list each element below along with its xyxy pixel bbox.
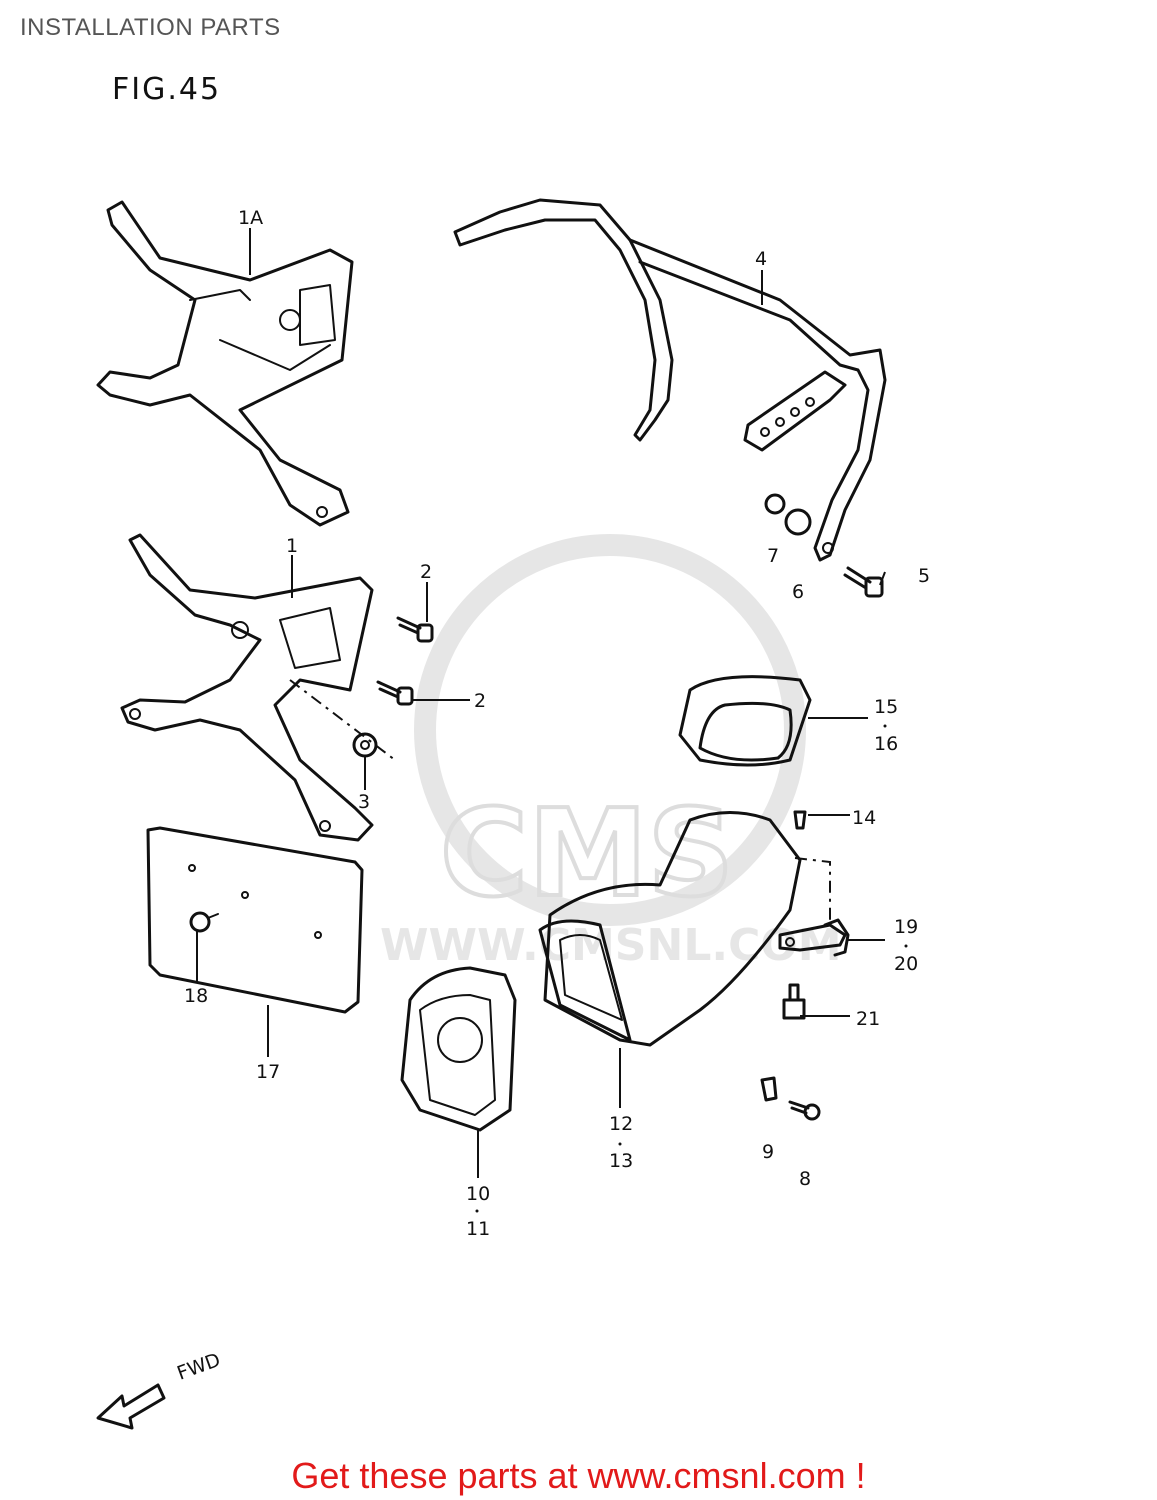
screw-14 bbox=[793, 810, 807, 830]
bolt-2-upper bbox=[396, 616, 422, 635]
nut-3 bbox=[352, 732, 378, 758]
callout-2-lower: 2 bbox=[474, 690, 486, 712]
callout-4: 4 bbox=[755, 248, 767, 270]
callout-13: 13 bbox=[609, 1150, 633, 1172]
callout-7: 7 bbox=[767, 545, 779, 567]
part-1a-bracket bbox=[96, 200, 354, 527]
separator-dot-11 bbox=[475, 1209, 479, 1213]
leader-lines bbox=[196, 228, 886, 1178]
part-12-duct bbox=[538, 811, 802, 1047]
callout-11: 11 bbox=[466, 1218, 490, 1240]
footer-link[interactable]: Get these parts at www.cmsnl.com ! bbox=[291, 1455, 866, 1496]
callout-17: 17 bbox=[256, 1061, 280, 1083]
callout-2-upper: 2 bbox=[420, 561, 432, 583]
callout-15: 15 bbox=[874, 696, 898, 718]
fwd-label: FWD bbox=[174, 1349, 223, 1385]
cushion-6 bbox=[784, 508, 812, 536]
callout-3: 3 bbox=[358, 791, 370, 813]
page-title: INSTALLATION PARTS bbox=[20, 14, 281, 41]
bolt-5-head bbox=[864, 576, 884, 598]
separator-dot-13 bbox=[618, 1142, 622, 1146]
watermark-ring bbox=[414, 534, 806, 926]
callout-21: 21 bbox=[856, 1008, 880, 1030]
callout-5: 5 bbox=[918, 565, 930, 587]
clip-9 bbox=[760, 1076, 778, 1102]
callout-10: 10 bbox=[466, 1183, 490, 1205]
part-10-cover bbox=[400, 966, 517, 1132]
nut-3-hole bbox=[360, 740, 370, 750]
figure-label: FIG.45 bbox=[112, 72, 222, 107]
collar-7 bbox=[764, 493, 786, 515]
callout-12: 12 bbox=[609, 1113, 633, 1135]
grommet-18 bbox=[189, 911, 211, 933]
callout-8: 8 bbox=[799, 1168, 811, 1190]
bolt-2-lower bbox=[376, 680, 402, 699]
separator-dot-16 bbox=[883, 724, 887, 728]
fwd-indicator: FWD bbox=[96, 1349, 223, 1430]
callout-18: 18 bbox=[184, 985, 208, 1007]
callout-20: 20 bbox=[894, 953, 918, 975]
screw-8-head bbox=[803, 1103, 821, 1121]
part-17-plate bbox=[146, 826, 364, 1014]
callout-19: 19 bbox=[894, 916, 918, 938]
callouts: 1A 1 2 2 3 4 5 6 7 8 9 10 11 12 13 14 15… bbox=[184, 207, 930, 1240]
callout-1: 1 bbox=[286, 535, 298, 557]
callout-14: 14 bbox=[852, 807, 876, 829]
watermark-main: CMS bbox=[440, 785, 734, 924]
bolt-21 bbox=[782, 983, 806, 1020]
hardware bbox=[189, 493, 884, 1121]
part-15-duct bbox=[678, 675, 812, 767]
fwd-arrow-icon bbox=[96, 1383, 166, 1430]
callout-16: 16 bbox=[874, 733, 898, 755]
part-1-bracket bbox=[120, 533, 374, 842]
part-4-stay bbox=[453, 198, 887, 562]
bolt-2-upper-head bbox=[416, 623, 434, 643]
callout-6: 6 bbox=[792, 581, 804, 603]
callout-1a: 1A bbox=[238, 207, 263, 229]
bolt-2-lower-head bbox=[396, 686, 414, 706]
part-19-bracket bbox=[778, 918, 850, 957]
separator-dot-20 bbox=[904, 944, 908, 948]
callout-9: 9 bbox=[762, 1141, 774, 1163]
